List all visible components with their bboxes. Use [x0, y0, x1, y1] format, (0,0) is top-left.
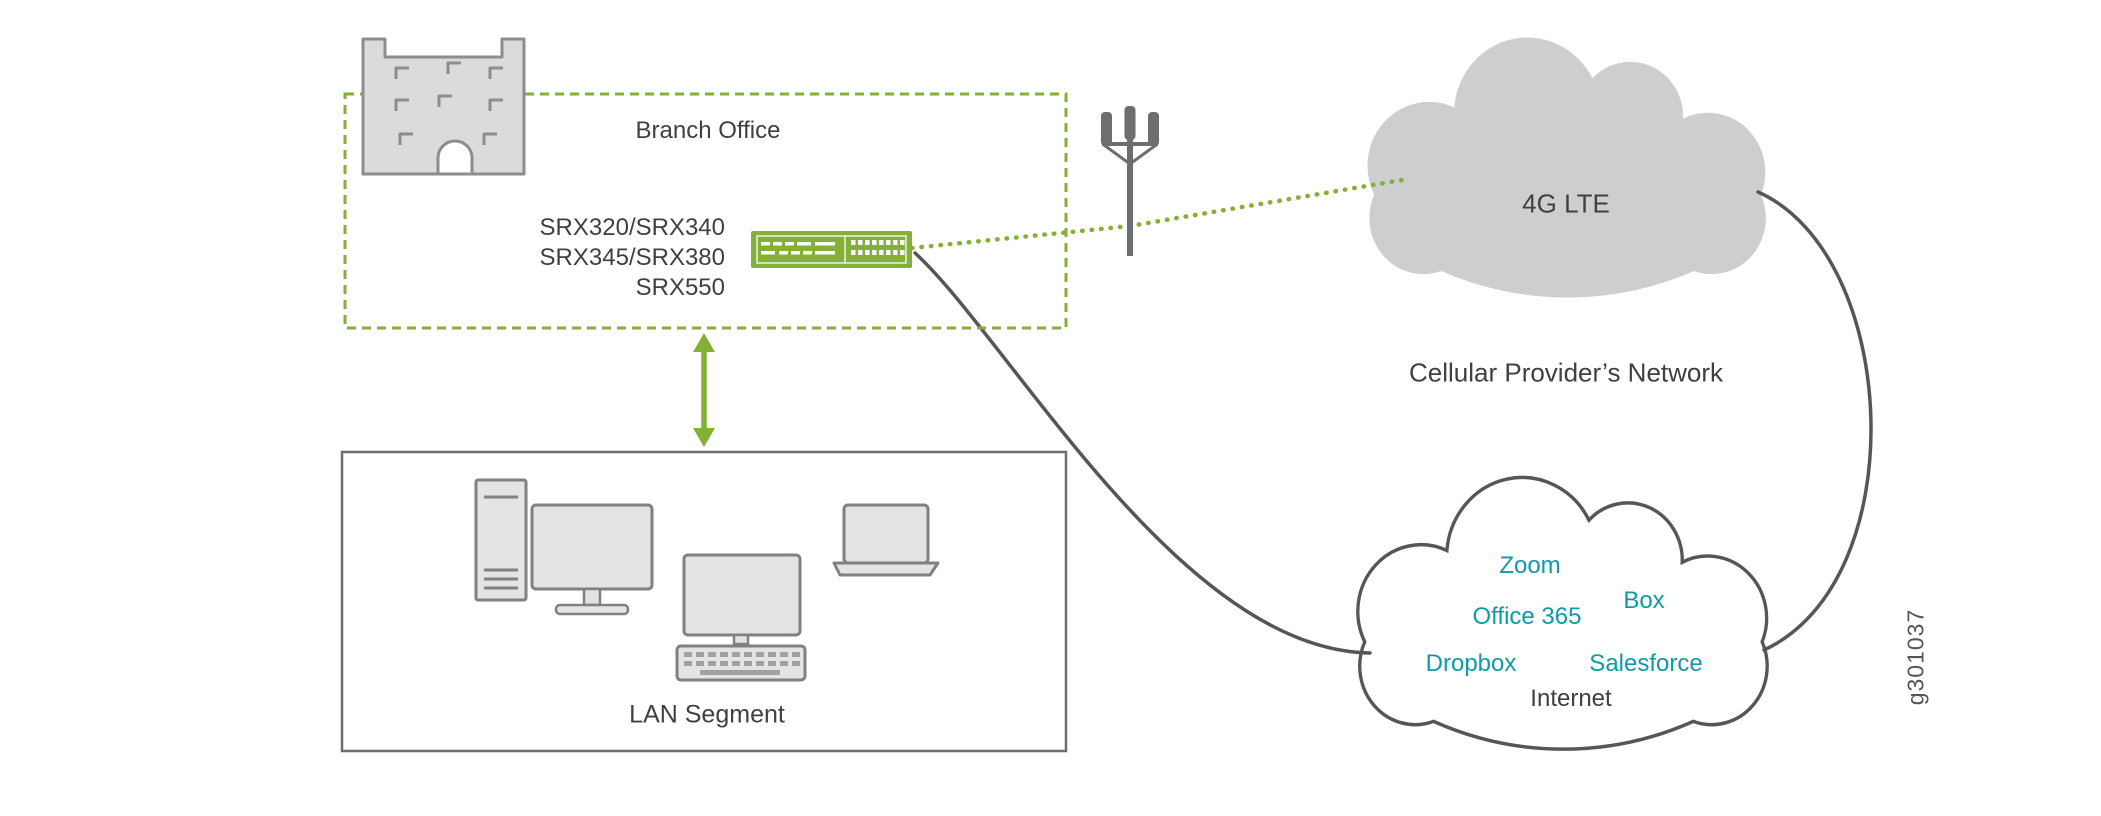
srx-model-line-3: SRX550: [635, 274, 725, 301]
desktop-computer-icon: [675, 553, 807, 682]
service-label-zoom: Zoom: [1499, 552, 1561, 579]
service-label-office365: Office 365: [1472, 603, 1582, 630]
lan-link-double-arrow-icon: [693, 333, 715, 447]
office-building-icon: [361, 37, 526, 176]
lte-cloud-label: 4G LTE: [1522, 188, 1610, 219]
lte-cloud-icon: [1367, 37, 1766, 298]
wireless-link-line: [909, 177, 1405, 251]
service-label-box: Box: [1623, 587, 1665, 614]
desktop-tower-icon: [474, 478, 528, 602]
srx-model-line-1: SRX320/SRX340: [539, 214, 725, 241]
internet-cloud-label: Internet: [1530, 685, 1612, 712]
cellular-network-caption: Cellular Provider’s Network: [1408, 357, 1724, 388]
cell-tower-antenna-icon: [1101, 106, 1159, 256]
lan-segment-label: LAN Segment: [629, 700, 785, 729]
srx-model-list: SRX320/SRX340 SRX345/SRX380 SRX550: [395, 213, 725, 303]
figure-id-label: g301037: [1902, 608, 1929, 706]
branch-office-label: Branch Office: [635, 117, 781, 144]
provider-link-line: [1756, 190, 1873, 652]
service-label-salesforce: Salesforce: [1589, 650, 1703, 677]
srx-services-gateway-icon: [751, 231, 912, 268]
laptop-icon: [832, 503, 940, 577]
wan-link-line: [913, 251, 1372, 655]
monitor-icon: [530, 503, 654, 616]
srx-model-line-2: SRX345/SRX380: [539, 244, 725, 271]
branch-office-boundary: [343, 92, 1068, 330]
service-label-dropbox: Dropbox: [1425, 650, 1517, 677]
